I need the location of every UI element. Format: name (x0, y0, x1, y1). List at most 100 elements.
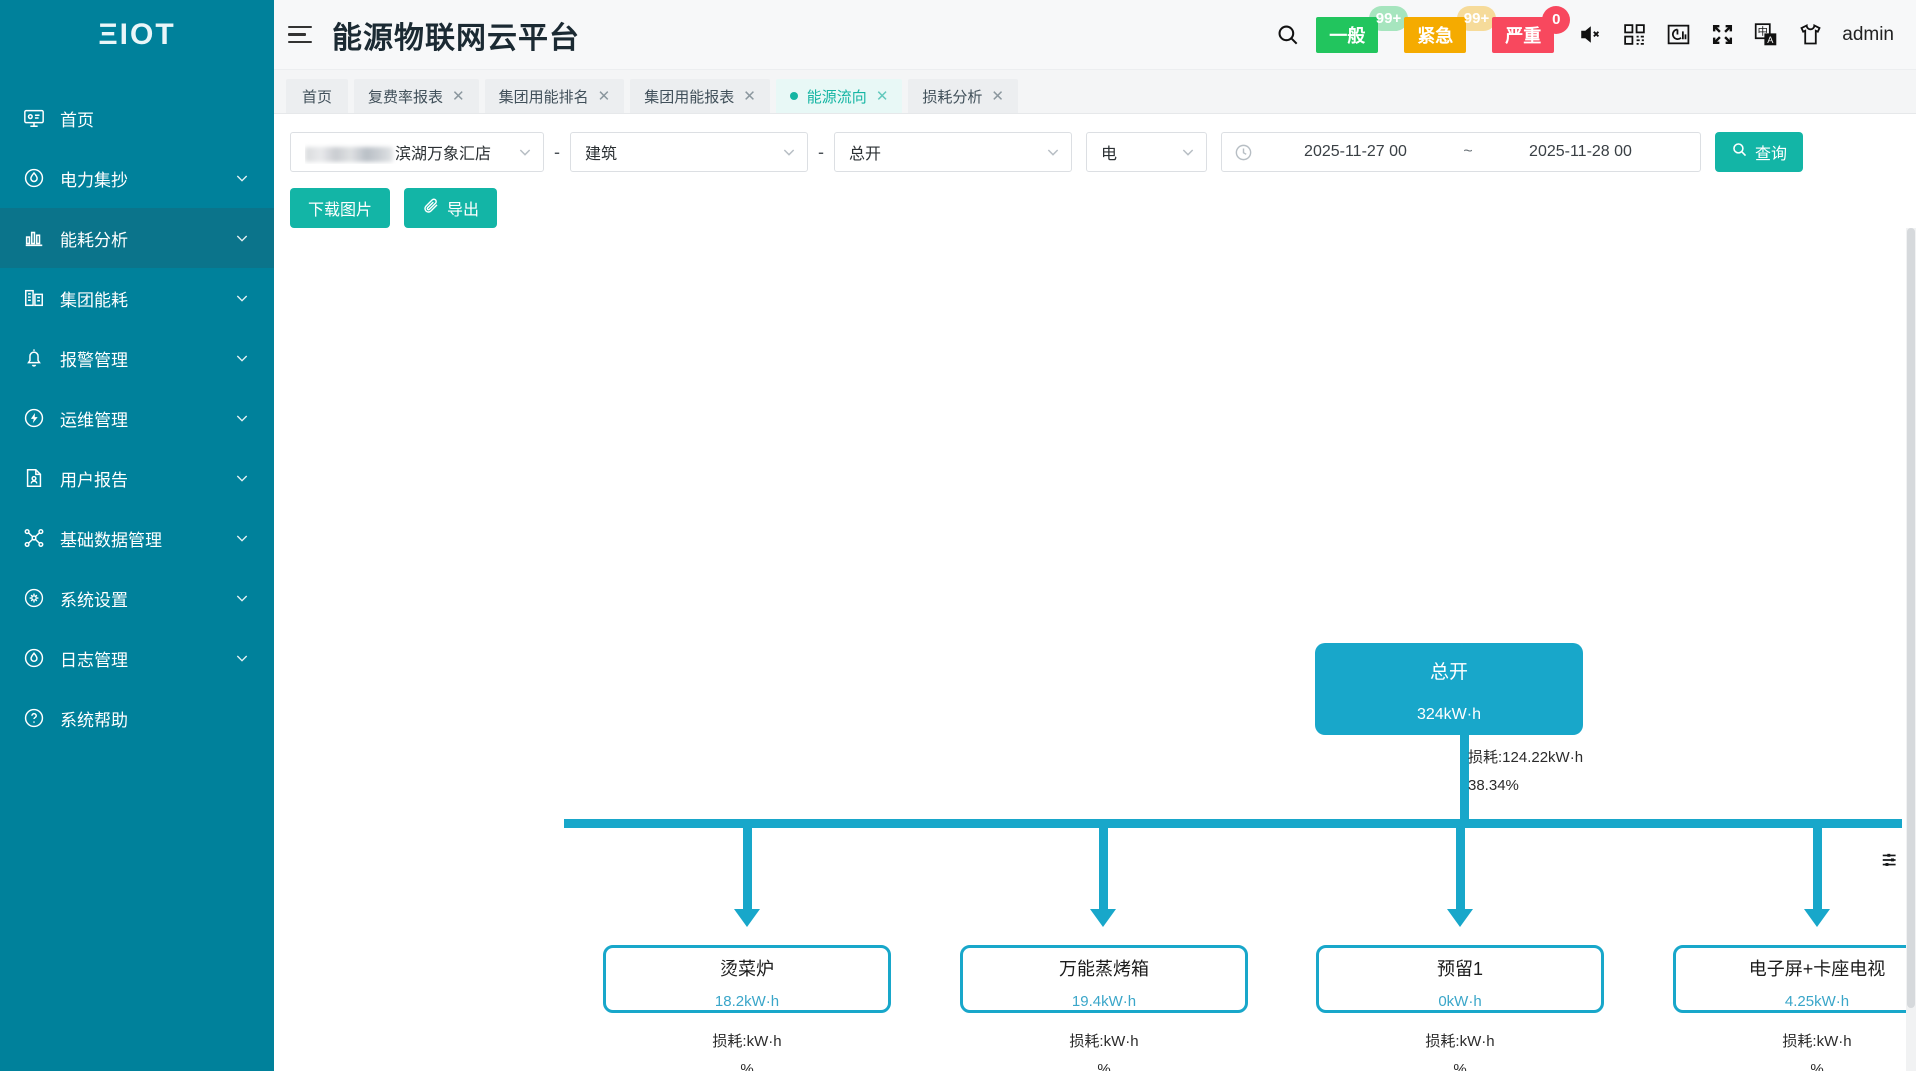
chevron-down-icon (234, 290, 250, 306)
flow-connector-2 (1099, 825, 1108, 911)
flow-node-name: 烫菜炉 (720, 959, 774, 979)
tab-group-usage-rank[interactable]: 集团用能排名 ✕ (484, 79, 625, 113)
tab-group-usage-report[interactable]: 集团用能报表 ✕ (630, 79, 770, 113)
flow-node-name: 电子屏+卡座电视 (1748, 959, 1886, 979)
tab-label: 集团用能排名 (498, 88, 589, 106)
close-icon[interactable]: ✕ (875, 87, 889, 105)
theme-shirt-icon[interactable] (1788, 13, 1832, 57)
flow-connector-4 (1813, 825, 1822, 911)
page-title: 能源物联网云平台 (332, 21, 580, 55)
dashboard-icon[interactable] (1656, 13, 1700, 57)
flow-node-2[interactable]: 万能蒸烤箱 19.4kW·h (960, 945, 1248, 1013)
tab-rate-report[interactable]: 复费率报表 ✕ (354, 79, 479, 113)
scrollbar-thumb[interactable] (1907, 228, 1915, 1008)
home-monitor-icon (22, 106, 46, 130)
level-select-value: 建筑 (585, 146, 618, 163)
chevron-down-icon (517, 144, 533, 160)
tab-home[interactable]: 首页 (286, 79, 349, 113)
alarm-urgent[interactable]: 紧急 99+ (1404, 5, 1497, 53)
export-button[interactable]: 导出 (404, 188, 498, 228)
close-icon[interactable]: ✕ (597, 87, 611, 105)
flow-node-1[interactable]: 烫菜炉 18.2kW·h (603, 945, 891, 1013)
download-image-button[interactable]: 下载图片 (290, 188, 391, 228)
root-loss-label: 损耗:124.22kW·h (1468, 749, 1584, 766)
sidebar-item-group-energy[interactable]: 集团能耗 (0, 268, 274, 328)
flow-connector-3 (1456, 825, 1465, 911)
header-actions: 一般 99+ 紧急 99+ 严重 0 (1266, 5, 1894, 57)
sidebar-item-power-reading[interactable]: 电力集抄 (0, 148, 274, 208)
date-start-input[interactable]: 2025-11-27 00 (1304, 143, 1407, 160)
chevron-down-icon (234, 230, 250, 246)
username-label[interactable]: admin (1842, 23, 1894, 45)
log-drop-icon (22, 646, 46, 670)
mute-icon[interactable] (1568, 13, 1612, 57)
alarm-severe-count: 0 (1542, 5, 1571, 34)
bell-icon (22, 346, 46, 370)
tab-label: 集团用能报表 (644, 88, 735, 106)
store-select[interactable]: 滨湖万象汇店 (290, 132, 544, 172)
sidebar-item-log-management[interactable]: 日志管理 (0, 628, 274, 688)
flow-arrow-1 (734, 909, 760, 927)
sidebar-item-system-settings[interactable]: 系统设置 (0, 568, 274, 628)
tab-loss-analysis[interactable]: 损耗分析 ✕ (908, 79, 1018, 113)
flow-node-4-percent: % (1810, 1061, 1824, 1071)
active-dot-icon (789, 92, 798, 100)
sidebar-item-system-help[interactable]: 系统帮助 (0, 688, 274, 748)
sidebar-nav: 首页 电力集抄 能耗分析 (0, 88, 274, 748)
date-end-input[interactable]: 2025-11-28 00 (1529, 143, 1632, 160)
sidebar-item-energy-analysis[interactable]: 能耗分析 (0, 208, 274, 268)
filter-separator: - (554, 141, 560, 162)
qrcode-icon[interactable] (1612, 13, 1656, 57)
flow-connector-root (1460, 735, 1469, 825)
alarm-urgent-count: 99+ (1456, 5, 1497, 31)
sliders-icon[interactable] (1880, 849, 1902, 876)
tab-energy-flow[interactable]: 能源流向 ✕ (775, 79, 903, 113)
tab-label: 损耗分析 (922, 88, 983, 106)
vertical-scrollbar[interactable] (1906, 228, 1916, 1071)
flow-node-3[interactable]: 预留1 0kW·h (1316, 945, 1604, 1013)
hamburger-icon[interactable] (288, 20, 318, 50)
sidebar-item-basic-data[interactable]: 基础数据管理 (0, 508, 274, 568)
logo: ΞIOT (0, 0, 274, 70)
flow-arrow-2 (1090, 909, 1116, 927)
flow-connector-1 (743, 825, 752, 911)
sidebar-item-operations[interactable]: 运维管理 (0, 388, 274, 448)
search-icon[interactable] (1266, 13, 1310, 57)
flow-node-root[interactable]: 总开 324kW·h (1315, 643, 1583, 735)
flow-node-4-loss: 损耗:kW·h (1782, 1033, 1852, 1050)
flow-node-1-loss: 损耗:kW·h (712, 1033, 782, 1050)
sidebar-item-user-report[interactable]: 用户报告 (0, 448, 274, 508)
alarm-normal-label: 一般 (1316, 16, 1379, 53)
close-icon[interactable]: ✕ (743, 87, 756, 105)
tab-bar: 首页 复费率报表 ✕ 集团用能排名 ✕ 集团用能报表 ✕ 能源流向 ✕ 损耗分析 (274, 70, 1916, 114)
alarm-severe[interactable]: 严重 0 (1492, 5, 1571, 53)
fullscreen-icon[interactable] (1700, 13, 1744, 57)
sidebar-item-label: 用户报告 (60, 470, 128, 490)
energy-type-select[interactable]: 电 (1086, 132, 1207, 172)
date-range-picker[interactable]: 2025-11-27 00 ~ 2025-11-28 00 (1221, 132, 1701, 172)
flow-node-value: 18.2kW·h (714, 993, 780, 1010)
sidebar: ΞIOT 首页 电力集抄 (0, 0, 274, 1071)
flow-arrow-3 (1447, 909, 1473, 927)
flow-node-4[interactable]: 电子屏+卡座电视 4.25kW·h (1673, 945, 1916, 1013)
sidebar-item-label: 运维管理 (60, 410, 128, 430)
nodes-icon (22, 526, 46, 550)
search-icon (1731, 141, 1748, 163)
alarm-normal[interactable]: 一般 99+ (1316, 5, 1409, 53)
sidebar-item-alarm-management[interactable]: 报警管理 (0, 328, 274, 388)
clock-icon (1234, 143, 1253, 162)
circuit-select[interactable]: 总开 (834, 132, 1072, 172)
flow-node-value: 324kW·h (1416, 706, 1482, 723)
sidebar-item-label: 集团能耗 (60, 290, 128, 310)
main-area: 能源物联网云平台 一般 99+ 紧急 99+ 严重 (274, 0, 1916, 1071)
sidebar-item-home[interactable]: 首页 (0, 88, 274, 148)
flow-bus-line (564, 819, 1902, 828)
language-icon[interactable]: 中 A (1744, 13, 1788, 57)
action-bar: 下载图片 导出 (274, 172, 1916, 228)
close-icon[interactable]: ✕ (991, 87, 1004, 105)
query-button[interactable]: 查询 (1715, 132, 1804, 172)
gear-circle-icon (22, 586, 46, 610)
level-select[interactable]: 建筑 (570, 132, 808, 172)
close-icon[interactable]: ✕ (452, 87, 465, 105)
